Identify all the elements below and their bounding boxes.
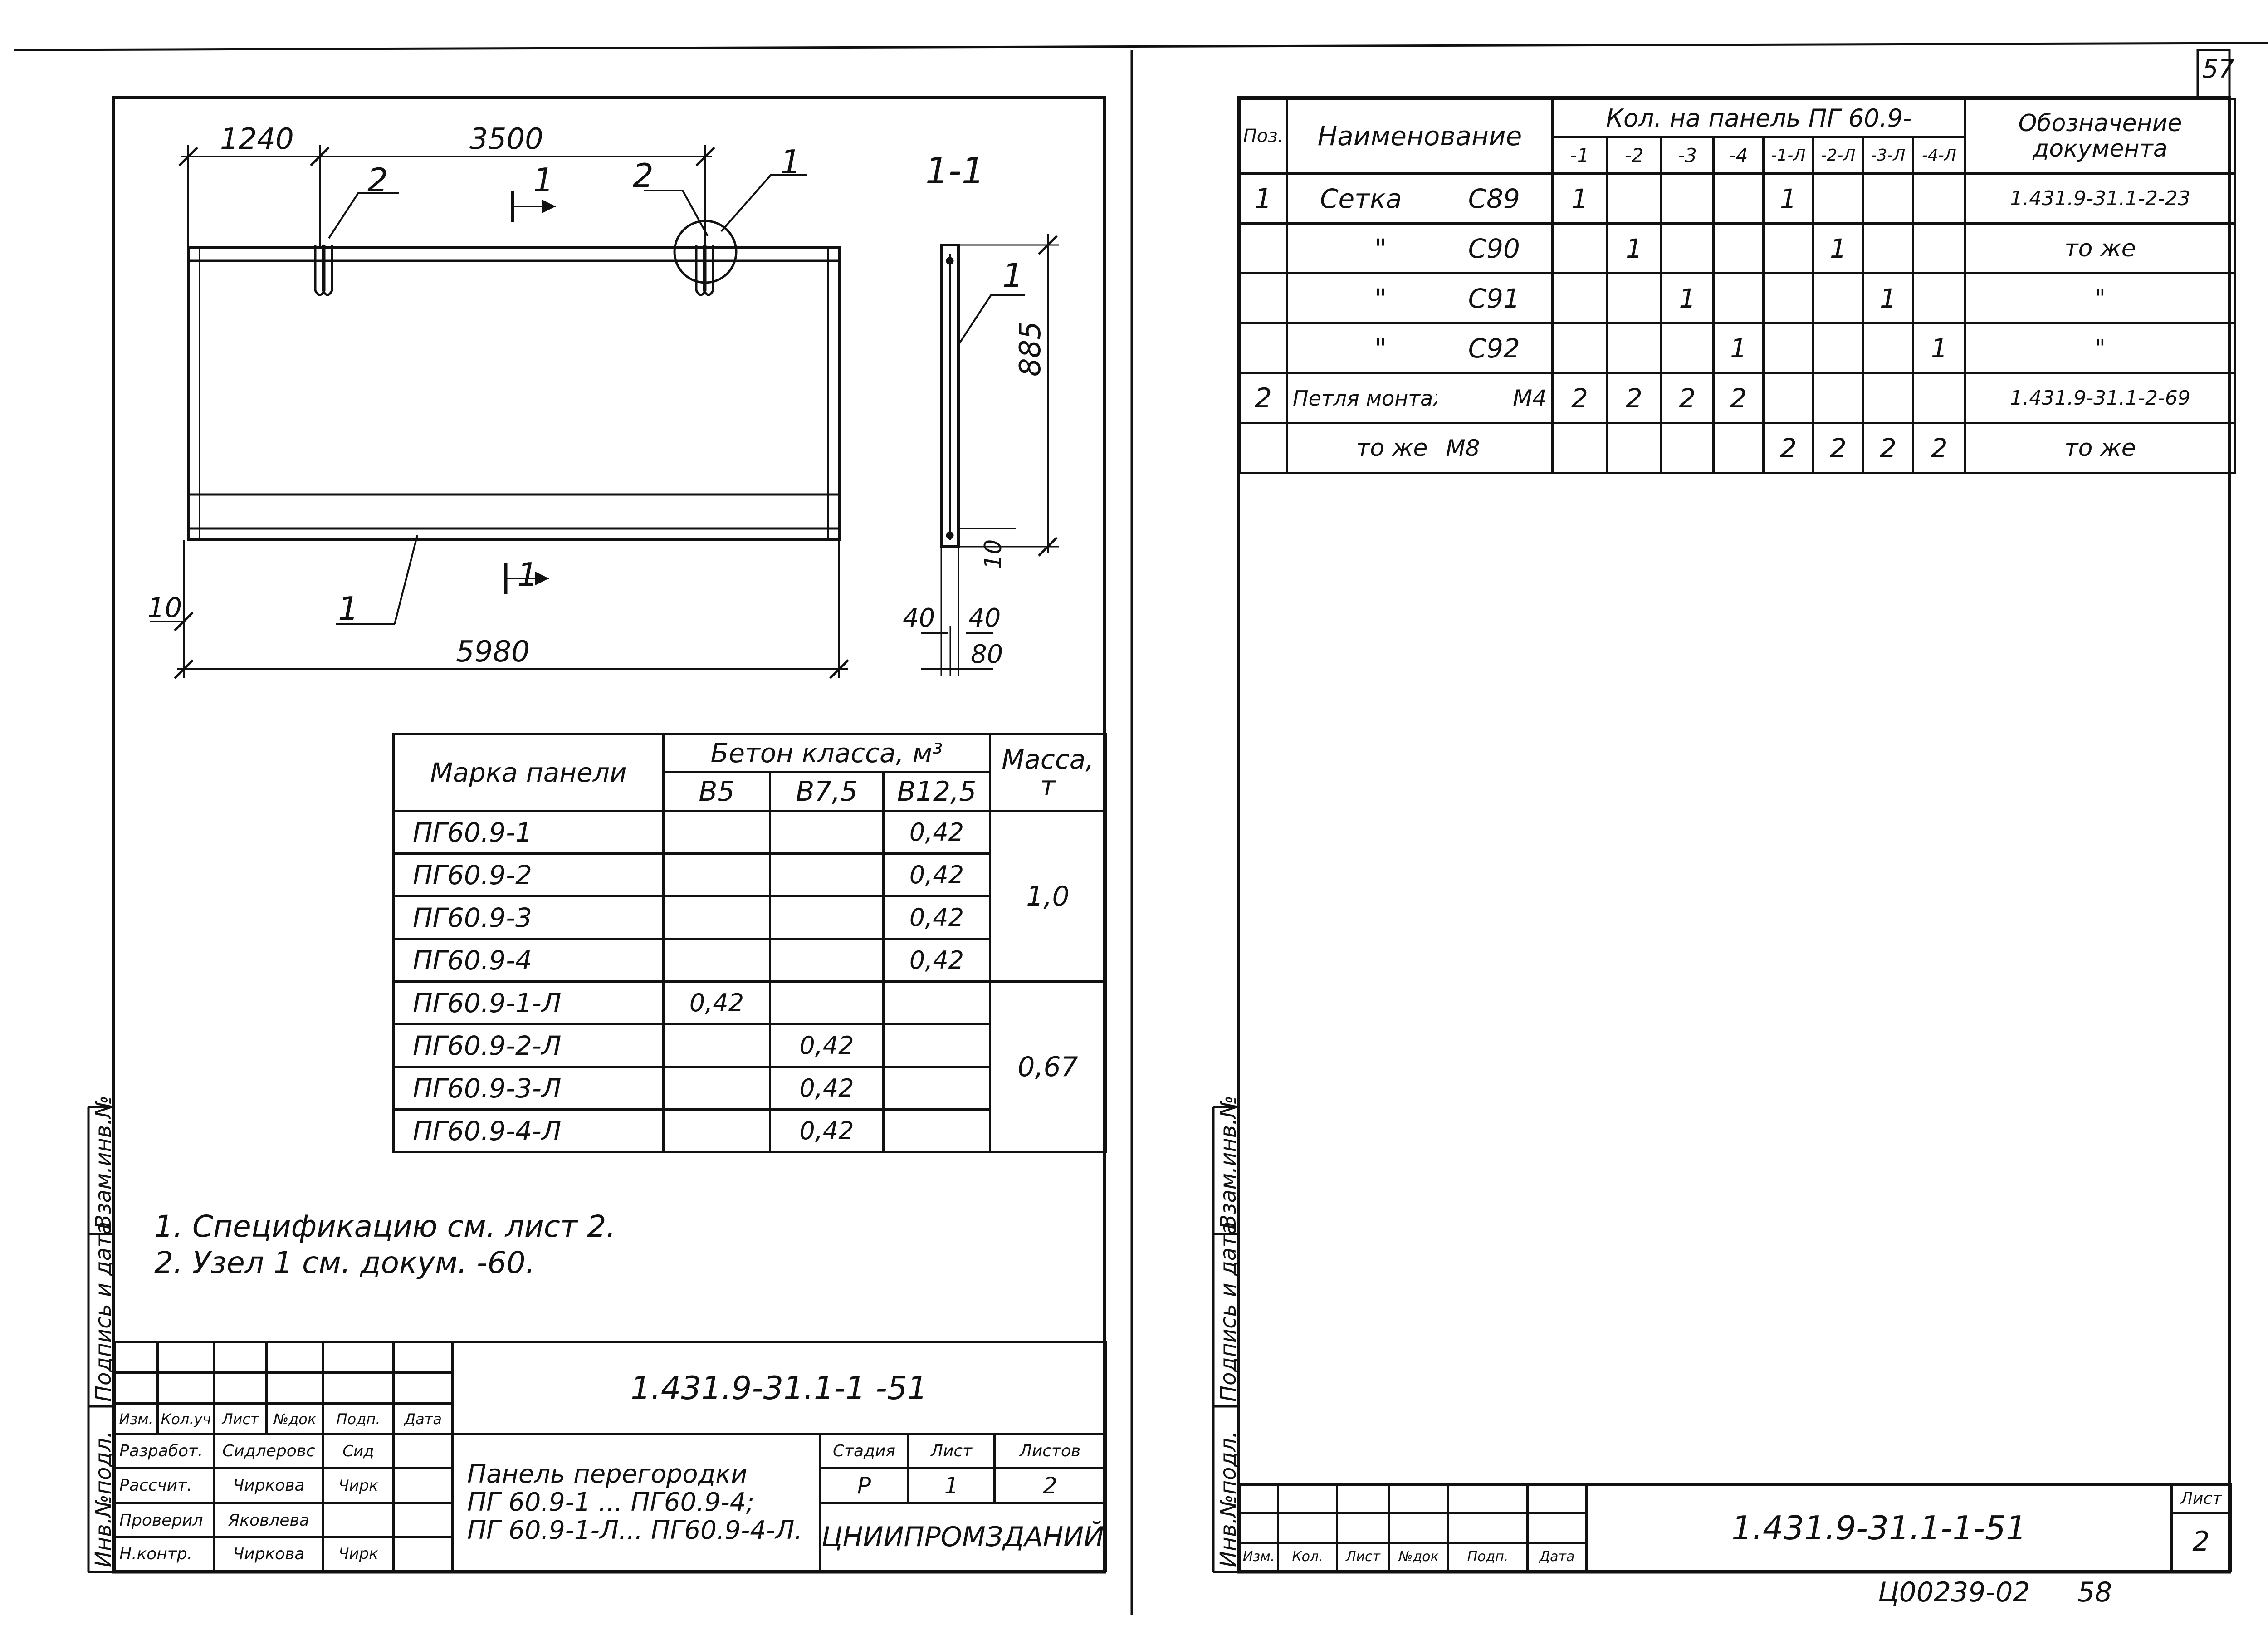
left-doc-code: 1.431.9-31.1-1 -51 <box>451 1340 1107 1436</box>
table-row: " С91 1 1 " <box>1238 272 2237 324</box>
table-row: ПГ60.9-4-Л 0,42 <box>392 1108 1106 1153</box>
right-sheet-number: 2 <box>2170 1511 2232 1572</box>
right-doc-code: 1.431.9-31.1-1-51 <box>1585 1483 2173 1572</box>
section-view <box>921 234 1059 676</box>
dim-40-right: 40 <box>968 603 1001 633</box>
header-mark: Марка панели <box>392 733 665 812</box>
table-row: ПГ60.9-4 0,42 <box>392 938 1106 983</box>
callout-1-top: 1 <box>780 143 801 181</box>
table-row: ПГ60.9-2 0,42 <box>392 852 1106 897</box>
org-name: ЦНИИПРОМЗДАНИЙ <box>819 1502 1107 1572</box>
dim-3500: 3500 <box>469 122 543 156</box>
archive-code: Ц00239-02 <box>1878 1576 2030 1608</box>
dim-80: 80 <box>971 640 1003 669</box>
table-row: ПГ60.9-3-Л 0,42 <box>392 1066 1106 1111</box>
side-inv-left: Инв.№подл. <box>91 1431 116 1567</box>
class-b125: В12,5 <box>882 771 992 812</box>
callout-1-bottom: 1 <box>338 590 359 628</box>
table-row: ПГ60.9-1-Л 0,42 0,67 <box>392 980 1107 1153</box>
section-mark-bottom: 1 <box>517 556 538 594</box>
concrete-table: Марка панели Бетон класса, м³ Масса, т В… <box>392 733 1107 1153</box>
side-sign-right: Подпись и дата <box>1216 1221 1241 1402</box>
header-mass: Масса, т <box>989 733 1107 812</box>
note-1: 1. Спецификацию см. лист 2. <box>154 1209 616 1244</box>
dim-885: 885 <box>1014 321 1047 377</box>
mass-group-2: 0,67 <box>989 980 1107 1153</box>
side-inv-right: Инв.№подл. <box>1216 1431 1241 1567</box>
spec-header-qty: Кол. на панель ПГ 60.9- <box>1551 98 1967 138</box>
callout-2-right: 2 <box>633 157 654 195</box>
page-number: 57 <box>2202 54 2235 84</box>
table-row: ПГ60.9-1 0,42 1,0 <box>392 810 1107 983</box>
left-title-text: Панель перегородки ПГ 60.9-1 ... ПГ60.9-… <box>451 1433 821 1572</box>
class-b5: В5 <box>662 771 771 812</box>
table-row: " С90 1 1 то же <box>1238 222 2237 274</box>
dim-side-10: 10 <box>980 539 1007 569</box>
left-title-block: 1.431.9-31.1-1 -51 Изм. Кол.уч Лист №док… <box>113 1340 1107 1572</box>
dim-5980: 5980 <box>456 635 530 669</box>
spec-table: Поз. Наименование Кол. на панель ПГ 60.9… <box>1238 98 2237 474</box>
side-sign-left: Подпись и дата <box>91 1221 116 1402</box>
table-row: 2 Петля монтажная М4 2 2 2 2 1.431.9-31.… <box>1238 372 2237 424</box>
right-title-block: 1.431.9-31.1-1-51 Лист 2 Изм. Кол. Лист … <box>1238 1483 2232 1572</box>
section-label: 1-1 <box>925 150 985 192</box>
side-replace-right: Взам.инв.№ <box>1216 1095 1241 1229</box>
side-replace-left: Взам.инв.№ <box>91 1095 116 1229</box>
class-b75: В7,5 <box>769 771 885 812</box>
mass-group-1: 1,0 <box>989 810 1107 983</box>
table-row: " С92 1 1 " <box>1238 322 2237 374</box>
note-2: 2. Узел 1 см. докум. -60. <box>154 1245 535 1280</box>
header-concrete: Бетон класса, м³ <box>662 733 992 773</box>
callout-2-left: 2 <box>367 161 388 199</box>
table-row: 1 Сетка С89 1 1 1.431.9-31.1-2-23 <box>1238 172 2237 225</box>
table-row: ПГ60.9-2-Л 0,42 <box>392 1023 1106 1068</box>
spec-header-name: Наименование <box>1286 98 1554 175</box>
section-mark-top: 1 <box>533 161 554 199</box>
dim-40-left: 40 <box>903 603 935 633</box>
side-callout-1: 1 <box>1002 256 1023 294</box>
panel-elevation <box>150 145 849 679</box>
dim-1240: 1240 <box>220 122 294 156</box>
dim-10: 10 <box>147 592 182 624</box>
table-row: то же М8 2 2 2 2 то же <box>1238 422 2237 474</box>
spec-header-pos: Поз. <box>1238 98 1288 175</box>
spec-header-doc: Обозначение документа <box>1964 98 2237 175</box>
archive-page: 58 <box>2077 1576 2112 1608</box>
table-row: ПГ60.9-3 0,42 <box>392 895 1106 940</box>
